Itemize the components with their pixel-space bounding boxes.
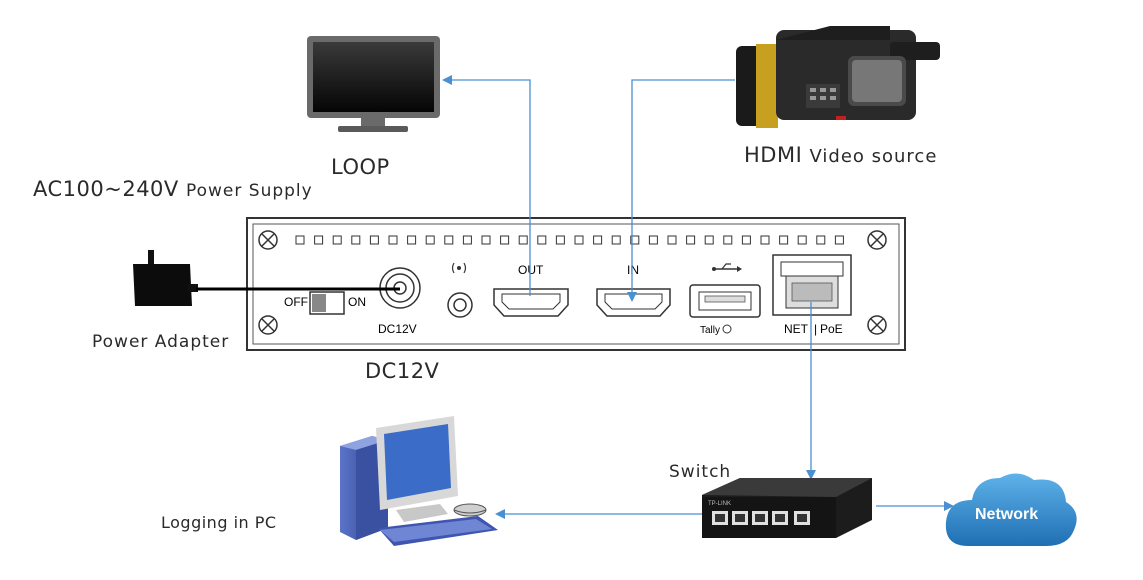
vent-hole bbox=[648, 235, 658, 245]
hdmi-label: HDMI bbox=[744, 143, 803, 167]
vent-hole bbox=[686, 235, 696, 245]
encoder-panel: OFF ON DC12V OUT IN bbox=[246, 217, 906, 351]
vent-hole bbox=[611, 235, 621, 245]
hdmi-out-label: OUT bbox=[518, 263, 544, 277]
tally-led bbox=[722, 324, 732, 334]
vent-hole bbox=[481, 235, 491, 245]
vent-hole bbox=[779, 235, 789, 245]
power-supply-suffix: Power Supply bbox=[185, 181, 313, 201]
pc-computer-icon bbox=[340, 416, 498, 546]
vent-hole bbox=[741, 235, 751, 245]
hdmi-out-port bbox=[493, 288, 569, 317]
network-label: Network bbox=[975, 506, 1038, 523]
loop-out-arrow bbox=[442, 75, 531, 296]
hdmi-in-label: IN bbox=[627, 263, 639, 277]
poe-label: PoE bbox=[820, 322, 843, 336]
hdmi-source-label: HDMI Video source bbox=[744, 143, 937, 167]
audio-icon bbox=[451, 262, 467, 274]
vent-hole bbox=[630, 235, 640, 245]
usb-icon bbox=[712, 263, 742, 272]
vent-hole bbox=[797, 235, 807, 245]
switch-brand-label: TP-LINK bbox=[708, 501, 731, 507]
tally-label: Tally bbox=[700, 325, 720, 336]
net-label: NET bbox=[784, 322, 809, 336]
loop-monitor-icon bbox=[307, 36, 440, 132]
panel-dc12v-label: DC12V bbox=[378, 322, 417, 336]
usb-port bbox=[689, 284, 761, 318]
switch-on-label: ON bbox=[348, 295, 366, 309]
switch-off-label: OFF bbox=[284, 295, 308, 309]
power-adapter-label: Power Adapter bbox=[92, 332, 230, 352]
vent-hole bbox=[667, 235, 677, 245]
screw-icon bbox=[258, 315, 278, 335]
vent-hole bbox=[816, 235, 826, 245]
vent-hole bbox=[444, 235, 454, 245]
screw-icon bbox=[867, 230, 887, 250]
vent-hole bbox=[723, 235, 733, 245]
hdmi-in-arrow bbox=[627, 79, 735, 302]
ac-range-label: AC100~240V bbox=[33, 177, 179, 201]
power-toggle bbox=[309, 291, 345, 315]
vent-holes bbox=[295, 235, 844, 245]
vent-hole bbox=[704, 235, 714, 245]
power-adapter-icon bbox=[133, 250, 198, 306]
power-supply-label: AC100~240V Power Supply bbox=[33, 177, 313, 201]
vent-hole bbox=[332, 235, 342, 245]
screw-icon bbox=[258, 230, 278, 250]
hdmi-in-port bbox=[596, 288, 671, 317]
vent-hole bbox=[314, 235, 324, 245]
ethernet-port bbox=[772, 254, 852, 316]
dc12v-label: DC12V bbox=[365, 359, 440, 383]
loop-label: LOOP bbox=[331, 155, 390, 179]
vent-hole bbox=[425, 235, 435, 245]
audio-jack bbox=[447, 292, 473, 318]
logging-pc-label: Logging in PC bbox=[161, 513, 277, 532]
vent-hole bbox=[351, 235, 361, 245]
vent-hole bbox=[593, 235, 603, 245]
network-cloud-icon: Network bbox=[945, 473, 1077, 546]
vent-hole bbox=[295, 235, 305, 245]
vent-hole bbox=[500, 235, 510, 245]
vent-hole bbox=[407, 235, 417, 245]
vent-hole bbox=[760, 235, 770, 245]
vent-hole bbox=[834, 235, 844, 245]
vent-hole bbox=[574, 235, 584, 245]
net-divider: | bbox=[814, 322, 817, 336]
switch-label: Switch bbox=[669, 462, 732, 482]
video-camera-icon bbox=[736, 26, 940, 128]
vent-hole bbox=[388, 235, 398, 245]
network-switch-icon: TP-LINK bbox=[702, 478, 872, 538]
vent-hole bbox=[555, 235, 565, 245]
vent-hole bbox=[518, 235, 528, 245]
vent-hole bbox=[462, 235, 472, 245]
screw-icon bbox=[867, 315, 887, 335]
vent-hole bbox=[369, 235, 379, 245]
video-source-label: Video source bbox=[809, 146, 938, 167]
vent-hole bbox=[537, 235, 547, 245]
